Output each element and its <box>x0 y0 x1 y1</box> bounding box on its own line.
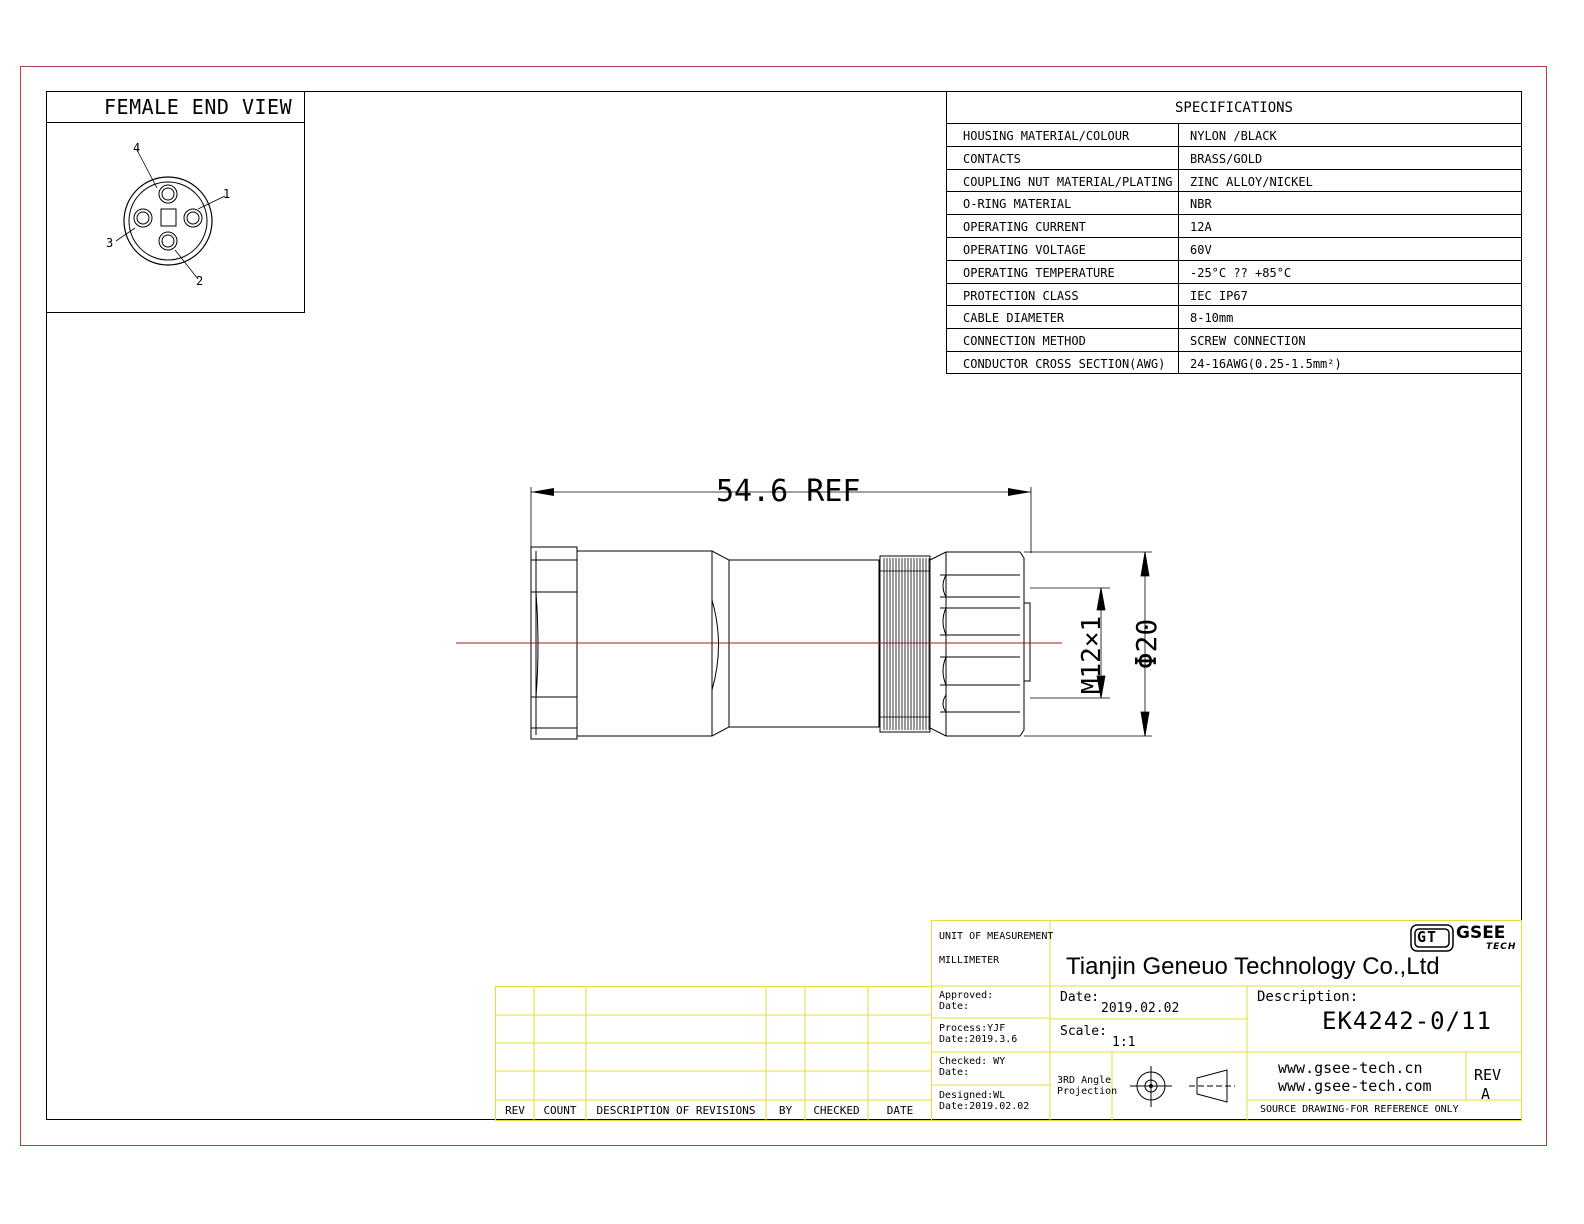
end-view-panel <box>46 91 305 313</box>
spec-label: CONDUCTOR CROSS SECTION(AWG) <box>963 357 1166 371</box>
thread-dimension-label: M12×1 <box>1077 615 1107 695</box>
thread-dimension <box>1030 587 1110 699</box>
connector-face-inner <box>128 181 208 261</box>
spec-value: SCREW CONNECTION <box>1190 334 1306 349</box>
projection-symbol <box>1130 1066 1235 1107</box>
specifications-column-divider <box>1178 123 1179 374</box>
spec-label: COUPLING NUT MATERIAL/PLATING <box>963 174 1173 189</box>
spec-label: OPERATING VOLTAGE <box>963 243 1086 257</box>
unit-label: UNIT OF MEASUREMENT <box>939 931 1054 942</box>
rev-header-date: DATE <box>886 1104 914 1117</box>
rev-value: A <box>1481 1085 1491 1103</box>
pin-socket-2 <box>158 231 178 251</box>
spec-value: NYLON /BLACK <box>1190 129 1277 143</box>
process-date: Date:2019.3.6 <box>939 1034 1018 1045</box>
pin-socket-4 <box>158 184 178 204</box>
length-dimension-label: 54.6 REF <box>716 474 861 509</box>
website-cn: www.gsee-tech.cn <box>1278 1059 1423 1077</box>
logo-sub: TECH <box>1486 942 1517 952</box>
end-view-drawing <box>115 149 226 280</box>
spec-row-divider <box>946 237 1522 238</box>
rev-header-description: DESCRIPTION OF REVISIONS <box>596 1104 756 1117</box>
diameter-dimension <box>1024 551 1152 737</box>
spec-label: OPERATING TEMPERATURE <box>963 265 1115 280</box>
spec-row-divider <box>946 123 1522 124</box>
projection-label-1: 3RD Angle <box>1057 1075 1112 1086</box>
outer-border <box>20 66 1547 1146</box>
end-view-title-divider <box>46 122 305 123</box>
rev-header-count: COUNT <box>543 1104 577 1117</box>
description-label: Description: <box>1257 989 1359 1005</box>
pin-label-4: 4 <box>133 141 141 155</box>
pin-label-2: 2 <box>196 274 204 288</box>
spec-row-divider <box>946 328 1522 330</box>
spec-label: OPERATING CURRENT <box>963 220 1086 235</box>
spec-value: -25°C ?? +85°C <box>1190 265 1292 280</box>
scale-label: Scale: <box>1060 1024 1107 1039</box>
designed-date: Date:2019.02.02 <box>939 1101 1030 1112</box>
end-view-title: FEMALE END VIEW <box>104 95 293 119</box>
specifications-title: SPECIFICATIONS <box>1174 100 1293 116</box>
logo-word: GSEE <box>1456 923 1506 943</box>
pin-socket-1 <box>183 208 203 228</box>
designed-label: Designed:WL <box>939 1090 1006 1101</box>
spec-row-divider <box>946 259 1522 261</box>
spec-row-divider <box>946 282 1522 284</box>
spec-row-divider <box>946 305 1522 307</box>
approved-label: Approved: <box>939 990 994 1001</box>
specifications-table <box>946 91 1522 374</box>
pin-label-3: 3 <box>106 236 114 250</box>
date-value: 2019.02.02 <box>1101 1001 1180 1016</box>
knurled-ring <box>879 555 931 733</box>
reference-note: SOURCE DRAWING-FOR REFERENCE ONLY <box>1260 1104 1459 1115</box>
spec-value: 60V <box>1190 243 1212 257</box>
spec-value: ZINC ALLOY/NICKEL <box>1190 174 1313 189</box>
cable-gland <box>929 551 1031 737</box>
diameter-dimension-label: Φ20 <box>1130 618 1163 670</box>
spec-label: CONNECTION METHOD <box>963 334 1086 349</box>
pin-socket-3 <box>133 208 153 228</box>
rev-header-by: BY <box>778 1104 793 1117</box>
spec-label: HOUSING MATERIAL/COLOUR <box>963 129 1130 143</box>
length-dimension <box>530 487 1032 553</box>
pin-label-1: 1 <box>223 187 231 201</box>
logo-mark <box>1410 924 1454 952</box>
checked-label: Checked: WY <box>939 1056 1006 1067</box>
logo-initials: GT <box>1417 928 1438 946</box>
spec-label: CONTACTS <box>963 151 1021 166</box>
part-number: EK4242-0/11 <box>1322 1007 1492 1035</box>
spec-row-divider <box>946 214 1522 216</box>
spec-value: 24-16AWG(0.25-1.5mm²) <box>1190 357 1342 371</box>
rev-label: REV <box>1474 1066 1502 1084</box>
connector-side-view <box>456 487 1152 740</box>
projection-label-2: Projection <box>1057 1086 1118 1097</box>
process-label: Process:YJF <box>939 1023 1006 1034</box>
spec-label: O-RING MATERIAL <box>963 197 1072 212</box>
rev-header-rev: REV <box>505 1104 525 1117</box>
spec-row-divider <box>946 145 1522 147</box>
unit-value: MILLIMETER <box>939 955 1000 966</box>
title-block <box>931 920 1522 1121</box>
spec-value: BRASS/GOLD <box>1190 151 1263 166</box>
spec-value: NBR <box>1190 197 1212 212</box>
approved-date: Date: <box>939 1001 970 1012</box>
spec-value: 8-10mm <box>1190 311 1234 326</box>
spec-label: CABLE DIAMETER <box>963 311 1065 326</box>
rev-header-checked: CHECKED <box>813 1104 860 1117</box>
spec-row-divider <box>946 168 1522 170</box>
spec-value: 12A <box>1190 220 1212 235</box>
spec-value: IEC IP67 <box>1190 288 1248 303</box>
inner-border <box>46 91 1522 1120</box>
revisions-table <box>495 986 932 1121</box>
checked-date: Date: <box>939 1067 970 1078</box>
scale-value: 1:1 <box>1112 1035 1136 1050</box>
spec-row-divider <box>946 351 1522 352</box>
connector-face-outer <box>123 176 213 266</box>
date-label: Date: <box>1060 990 1100 1005</box>
spec-row-divider <box>946 191 1522 193</box>
center-key <box>160 208 177 227</box>
spec-label: PROTECTION CLASS <box>963 288 1079 303</box>
website-com: www.gsee-tech.com <box>1278 1077 1432 1095</box>
company-name: Tianjin Geneuo Technology Co.,Ltd <box>1066 953 1440 980</box>
